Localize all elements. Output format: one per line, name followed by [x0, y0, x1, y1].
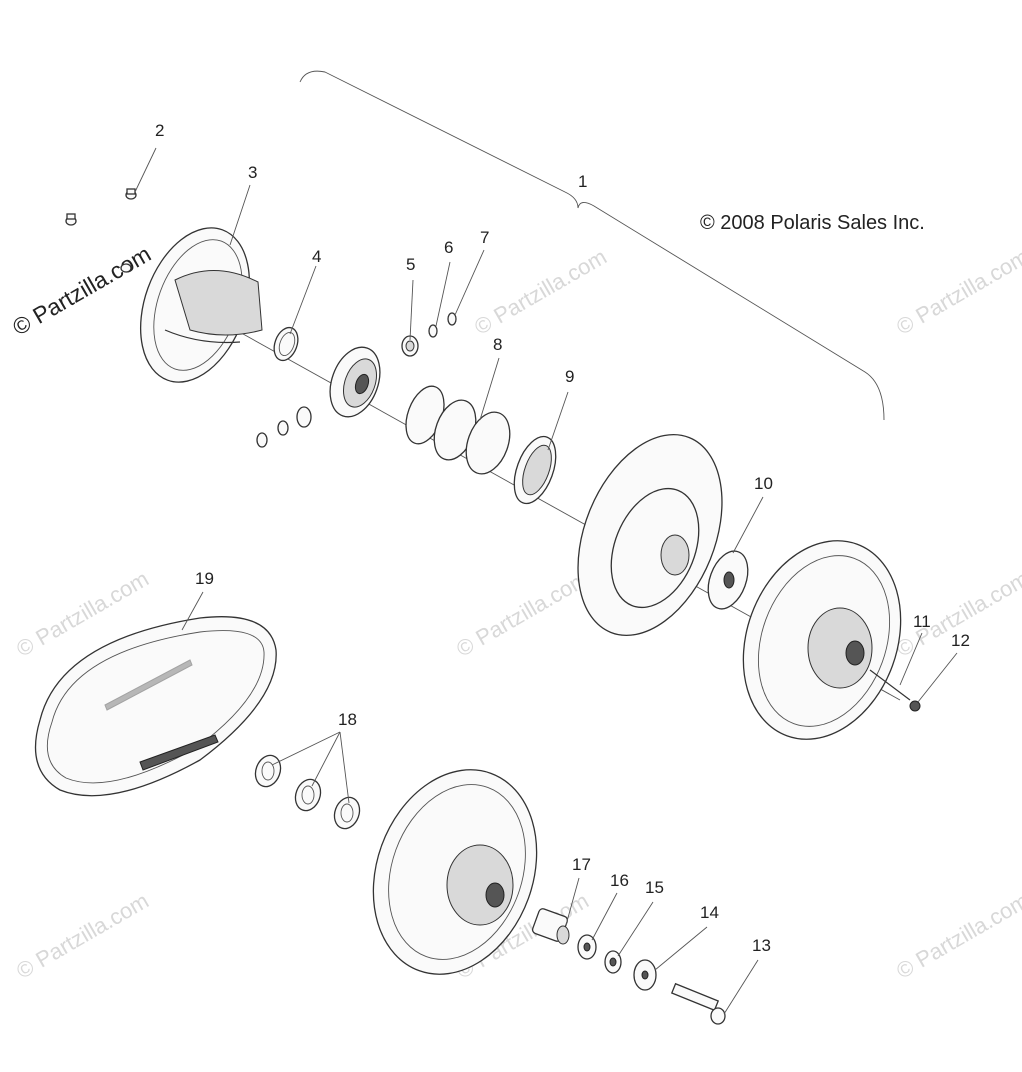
cover-part: [139, 227, 263, 383]
washer-part: [633, 959, 657, 991]
callout-2: 2: [155, 121, 164, 140]
bearing-hub-part: [329, 346, 381, 418]
callout-11: 11: [913, 612, 931, 631]
bolt-part: [670, 982, 726, 1025]
drive-belt-part: [34, 616, 277, 797]
callout-15: 15: [645, 878, 664, 897]
bushing-part: [401, 335, 419, 357]
clutch-lower-part: [372, 769, 538, 975]
callout-7: 7: [480, 228, 489, 247]
screw-part: [65, 188, 137, 273]
callout-3: 3: [248, 163, 257, 182]
callout-19: 19: [195, 569, 214, 588]
clutch-upper-part: [742, 540, 902, 740]
leader-lines: [134, 147, 958, 1015]
callout-5: 5: [406, 255, 415, 274]
callout-18: 18: [338, 710, 357, 729]
spacer-part: [531, 908, 570, 945]
bushing-part: [256, 406, 312, 448]
callout-8: 8: [493, 335, 502, 354]
callout-1: 1: [578, 172, 587, 191]
bolt-part: [869, 669, 911, 701]
assembly-bracket: [299, 70, 885, 421]
nut-part: [909, 700, 921, 712]
sheave-part: [577, 433, 723, 637]
washer-part: [604, 950, 622, 974]
callout-10: 10: [754, 474, 773, 493]
clip-part: [447, 312, 457, 326]
callout-4: 4: [312, 247, 321, 266]
washer-part: [577, 934, 597, 960]
shim-washer-part: [254, 754, 361, 830]
callout-12: 12: [951, 631, 970, 650]
callout-6: 6: [444, 238, 453, 257]
spring-part: [405, 385, 511, 475]
snap-ring-part: [273, 326, 299, 362]
thrust-washer-part: [707, 550, 749, 610]
callout-9: 9: [565, 367, 574, 386]
seal-ring-part: [513, 435, 557, 505]
callout-16: 16: [610, 871, 629, 890]
callout-14: 14: [700, 903, 719, 922]
callout-13: 13: [752, 936, 771, 955]
callout-17: 17: [572, 855, 591, 874]
washer-part: [428, 324, 438, 338]
copyright-text: © 2008 Polaris Sales Inc.: [700, 212, 925, 234]
